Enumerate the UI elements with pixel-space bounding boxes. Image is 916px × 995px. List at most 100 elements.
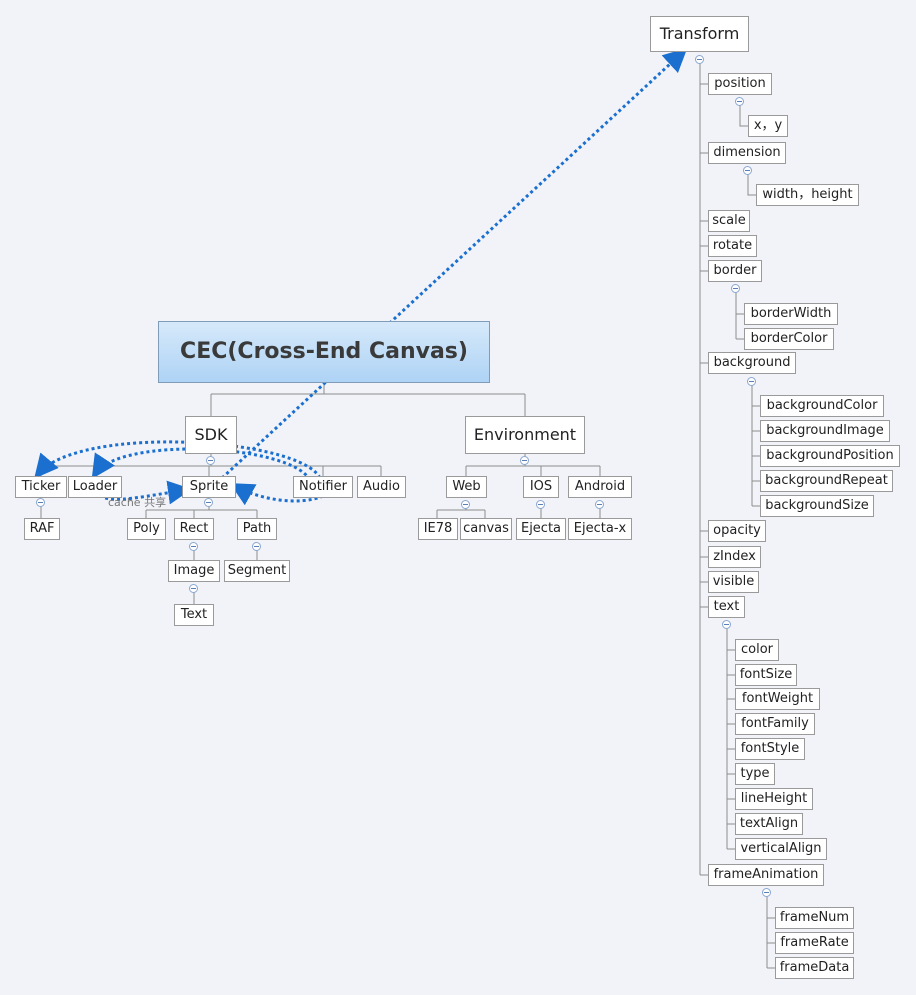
collapse-toggle-sprite[interactable] [204, 498, 213, 507]
root-label: CEC(Cross-End Canvas) [180, 339, 468, 364]
audio-label: Audio [363, 479, 400, 494]
dimension-node[interactable]: dimension [708, 142, 786, 164]
notifier-node[interactable]: Notifier [293, 476, 353, 498]
collapse-toggle-rect[interactable] [189, 542, 198, 551]
collapse-toggle-sdk[interactable] [206, 456, 215, 465]
path-node[interactable]: Path [237, 518, 277, 540]
border-node[interactable]: border [708, 260, 762, 282]
collapse-toggle-android[interactable] [595, 500, 604, 509]
segment-label: Segment [227, 563, 287, 578]
background-repeat-node[interactable]: backgroundRepeat [760, 470, 893, 492]
background-position-node[interactable]: backgroundPosition [760, 445, 900, 467]
frame-rate-node[interactable]: frameRate [775, 932, 854, 954]
scale-node[interactable]: scale [708, 210, 750, 232]
background-image-node[interactable]: backgroundImage [760, 420, 890, 442]
background-label: background [713, 355, 791, 370]
rotate-node[interactable]: rotate [708, 235, 757, 257]
color-label: color [741, 642, 774, 657]
line-height-node[interactable]: lineHeight [735, 788, 813, 810]
frame-rate-label: frameRate [780, 935, 849, 950]
ticker-node[interactable]: Ticker [15, 476, 67, 498]
background-node[interactable]: background [708, 352, 796, 374]
border-width-node[interactable]: borderWidth [744, 303, 838, 325]
position-node[interactable]: position [708, 73, 772, 95]
type-node[interactable]: type [735, 763, 775, 785]
collapse-toggle-position[interactable] [735, 97, 744, 106]
font-style-node[interactable]: fontStyle [735, 738, 805, 760]
frame-num-label: frameNum [779, 910, 850, 925]
ejecta-node[interactable]: Ejecta [516, 518, 566, 540]
collapse-toggle-border[interactable] [731, 284, 740, 293]
collapse-toggle-text[interactable] [722, 620, 731, 629]
poly-node[interactable]: Poly [127, 518, 166, 540]
ios-node[interactable]: IOS [523, 476, 559, 498]
type-label: type [740, 766, 770, 781]
rect-label: Rect [179, 521, 209, 536]
font-family-node[interactable]: fontFamily [735, 713, 815, 735]
border-color-node[interactable]: borderColor [744, 328, 834, 350]
border-color-label: borderColor [750, 331, 828, 346]
sprite-node[interactable]: Sprite [182, 476, 236, 498]
environment-node[interactable]: Environment [465, 416, 585, 454]
visible-node[interactable]: visible [708, 571, 759, 593]
z-index-node[interactable]: zIndex [708, 546, 761, 568]
sprite-label: Sprite [189, 479, 229, 494]
collapse-toggle-environment[interactable] [520, 456, 529, 465]
collapse-toggle-path[interactable] [252, 542, 261, 551]
ie78-node[interactable]: IE78 [418, 518, 458, 540]
root-node[interactable]: CEC(Cross-End Canvas) [158, 321, 490, 383]
frame-data-label: frameData [779, 960, 850, 975]
cache-share-note: cache 共享 [108, 496, 167, 509]
width-height-node[interactable]: width，height [756, 184, 859, 206]
collapse-toggle-background[interactable] [747, 377, 756, 386]
collapse-toggle-ticker[interactable] [36, 498, 45, 507]
text-style-node[interactable]: text [708, 596, 745, 618]
font-size-node[interactable]: fontSize [735, 664, 797, 686]
vertical-align-label: verticalAlign [740, 841, 822, 856]
collapse-toggle-dimension[interactable] [743, 166, 752, 175]
ie78-label: IE78 [423, 521, 453, 536]
sdk-node[interactable]: SDK [185, 416, 237, 454]
web-node[interactable]: Web [446, 476, 487, 498]
font-size-label: fontSize [739, 667, 793, 682]
rect-node[interactable]: Rect [174, 518, 214, 540]
font-weight-label: fontWeight [741, 691, 814, 706]
text-node[interactable]: Text [174, 604, 214, 626]
ejecta-x-node[interactable]: Ejecta-x [568, 518, 632, 540]
xy-label: x，y [753, 118, 783, 133]
image-node[interactable]: Image [168, 560, 220, 582]
android-node[interactable]: Android [568, 476, 632, 498]
collapse-toggle-image[interactable] [189, 584, 198, 593]
collapse-toggle-web[interactable] [461, 500, 470, 509]
opacity-node[interactable]: opacity [708, 520, 766, 542]
color-node[interactable]: color [735, 639, 779, 661]
canvas-label: canvas [463, 521, 509, 536]
vertical-align-node[interactable]: verticalAlign [735, 838, 827, 860]
frame-animation-label: frameAnimation [713, 867, 819, 882]
frame-num-node[interactable]: frameNum [775, 907, 854, 929]
canvas-node[interactable]: canvas [460, 518, 512, 540]
collapse-toggle-frame-animation[interactable] [762, 888, 771, 897]
background-color-node[interactable]: backgroundColor [760, 395, 884, 417]
frame-data-node[interactable]: frameData [775, 957, 854, 979]
font-weight-node[interactable]: fontWeight [735, 688, 820, 710]
frame-animation-node[interactable]: frameAnimation [708, 864, 824, 886]
image-label: Image [173, 563, 215, 578]
loader-node[interactable]: Loader [68, 476, 122, 498]
collapse-toggle-ios[interactable] [536, 500, 545, 509]
text-align-node[interactable]: textAlign [735, 813, 803, 835]
collapse-toggle-transform[interactable] [695, 55, 704, 64]
path-label: Path [242, 521, 272, 536]
ejecta-x-label: Ejecta-x [573, 521, 627, 536]
text-node-label: Text [180, 607, 208, 622]
segment-node[interactable]: Segment [224, 560, 290, 582]
background-size-node[interactable]: backgroundSize [760, 495, 874, 517]
raf-node[interactable]: RAF [24, 518, 60, 540]
audio-node[interactable]: Audio [357, 476, 406, 498]
android-label: Android [574, 479, 626, 494]
environment-label: Environment [473, 425, 577, 444]
xy-node[interactable]: x，y [748, 115, 788, 137]
border-width-label: borderWidth [750, 306, 832, 321]
raf-label: RAF [29, 521, 55, 536]
transform-node[interactable]: Transform [650, 16, 749, 52]
